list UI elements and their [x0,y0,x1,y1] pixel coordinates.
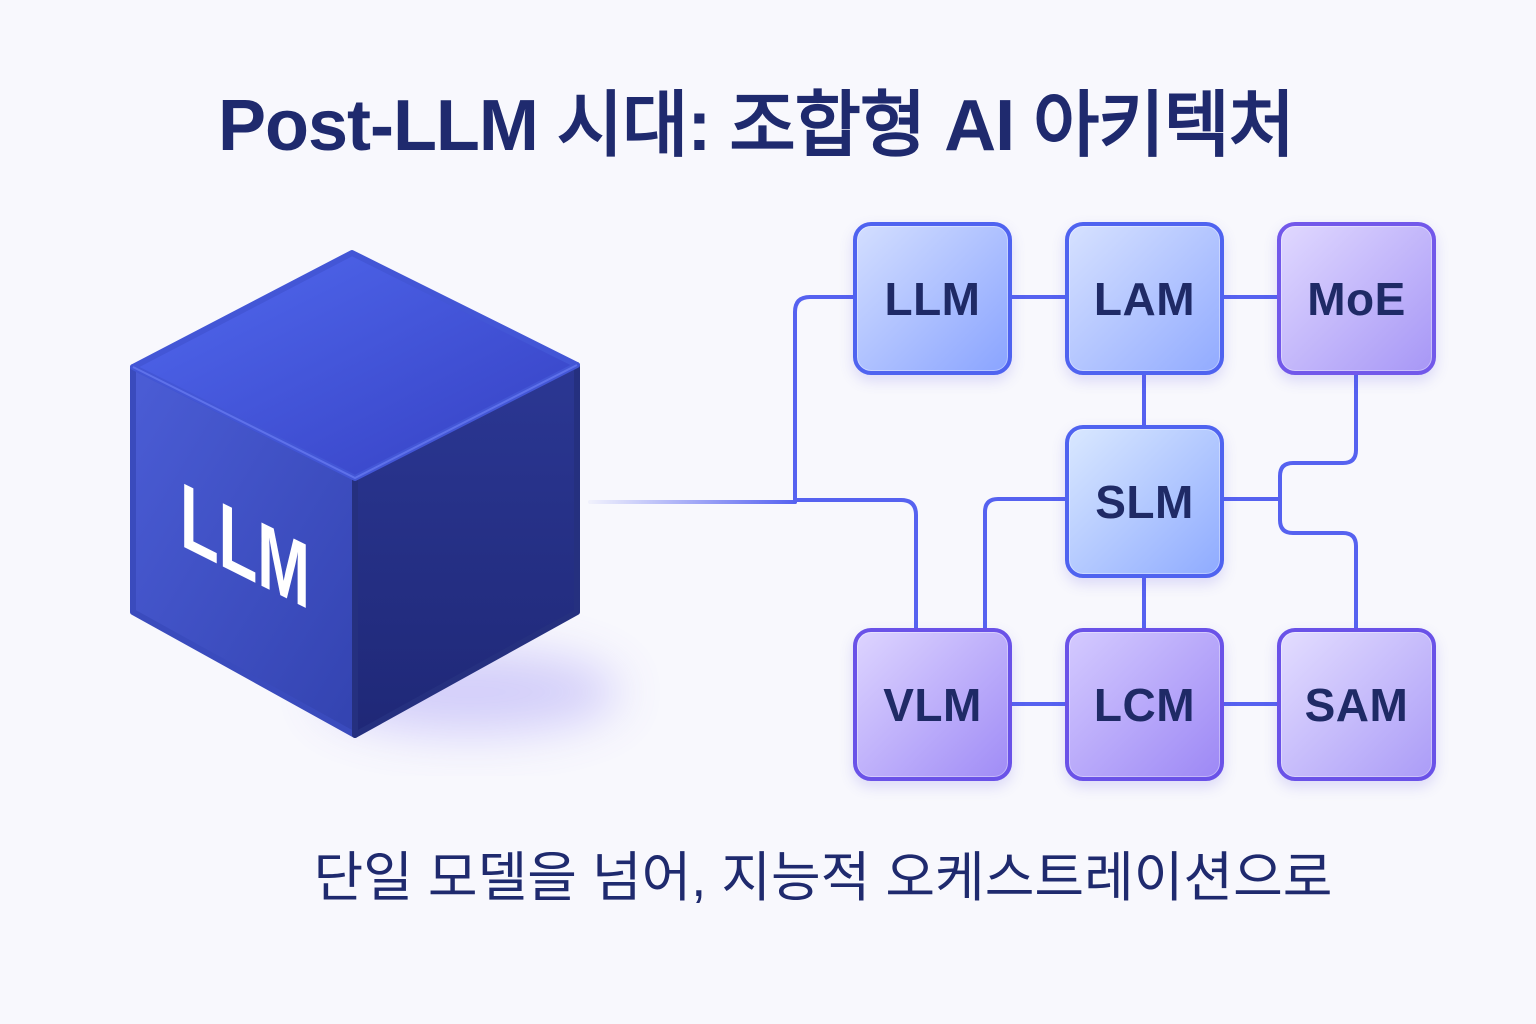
node-label: LAM [1093,272,1196,325]
node-label: LLM [884,272,981,325]
connector-trunk-to-vlm [793,498,918,630]
node-moe: MoE [1277,222,1436,375]
node-label: MoE [1307,272,1406,325]
node-sam: SAM [1277,628,1436,781]
node-slm: SLM [1065,425,1224,578]
page-title: Post-LLM 시대: 조합형 AI 아키텍처 [217,86,1295,166]
node-label: SLM [1095,475,1194,528]
page-subtitle: 단일 모델을 넘어, 지능적 오케스트레이션으로 [313,848,1333,908]
node-lam: LAM [1065,222,1224,375]
node-llm: LLM [853,222,1012,375]
node-label: SAM [1304,678,1409,731]
node-label: VLM [883,678,982,731]
connector-trunk-to-llm [793,295,855,504]
connector-moe-sam [1278,373,1358,630]
node-label: LCM [1093,678,1196,731]
cube-edge-highlight [132,364,578,480]
llm-cube: LLM [130,250,580,738]
node-vlm: VLM [853,628,1012,781]
node-lcm: LCM [1065,628,1224,781]
connector-slm-vlm [983,497,1067,630]
